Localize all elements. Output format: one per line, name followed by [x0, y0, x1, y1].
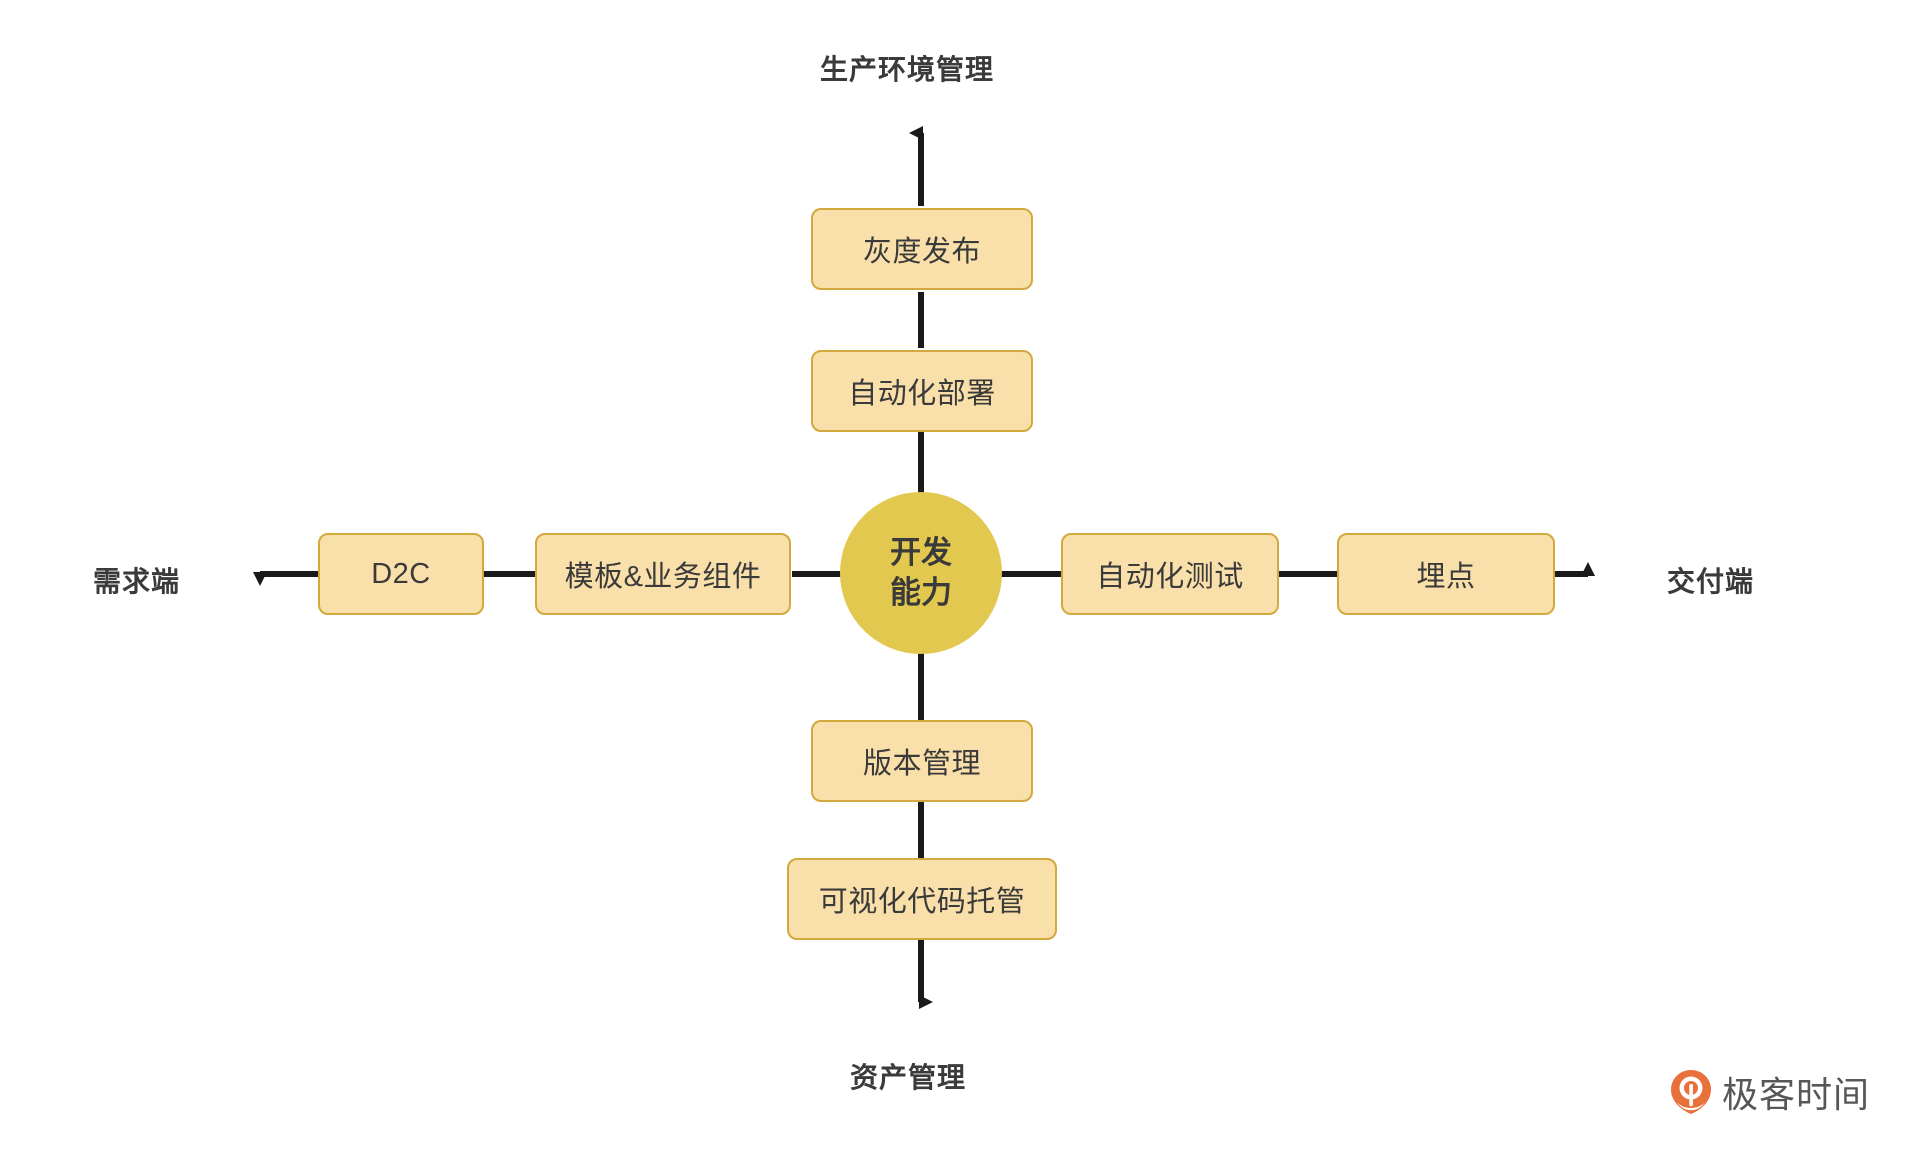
- hub-label-line1: 开发: [890, 535, 952, 571]
- node-automated-deployment[interactable]: 自动化部署: [811, 350, 1033, 432]
- axis-label-top: 生产环境管理: [820, 54, 995, 85]
- node-template-business-components[interactable]: 模板&业务组件: [535, 533, 791, 615]
- node-d2c[interactable]: D2C: [318, 533, 484, 615]
- axis-label-left: 需求端: [93, 566, 181, 597]
- node-version-management[interactable]: 版本管理: [811, 720, 1033, 802]
- hub-label-line2: 能力: [890, 575, 952, 610]
- watermark: 极客时间: [1670, 1066, 1870, 1118]
- node-automated-testing[interactable]: 自动化测试: [1061, 533, 1279, 615]
- watermark-brand: 极客时间: [1721, 1075, 1870, 1116]
- axis-label-bottom: 资产管理: [850, 1062, 967, 1093]
- axis-label-right: 交付端: [1667, 566, 1755, 597]
- geekbang-logo-icon: [1670, 1070, 1711, 1114]
- node-tracking-point[interactable]: 埋点: [1337, 533, 1555, 615]
- node-gray-release[interactable]: 灰度发布: [811, 208, 1033, 290]
- node-visual-code-hosting[interactable]: 可视化代码托管: [787, 858, 1057, 940]
- hub-development-capability[interactable]: 开发 能力: [840, 492, 1002, 654]
